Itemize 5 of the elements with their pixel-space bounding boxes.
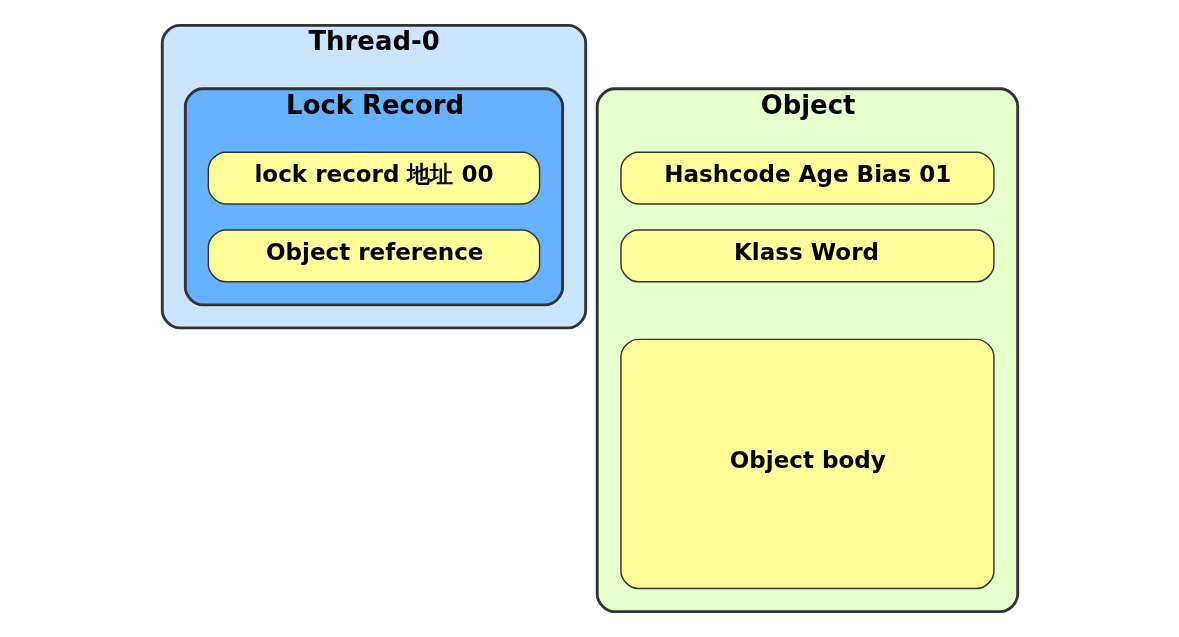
node-box: Hashcode Age Bias 01	[619, 151, 995, 205]
node-box: Object reference	[207, 229, 540, 283]
node-box: Klass Word	[619, 229, 995, 283]
node-box: Object body	[619, 338, 995, 590]
node-box: lock record 地址 00	[207, 151, 540, 205]
